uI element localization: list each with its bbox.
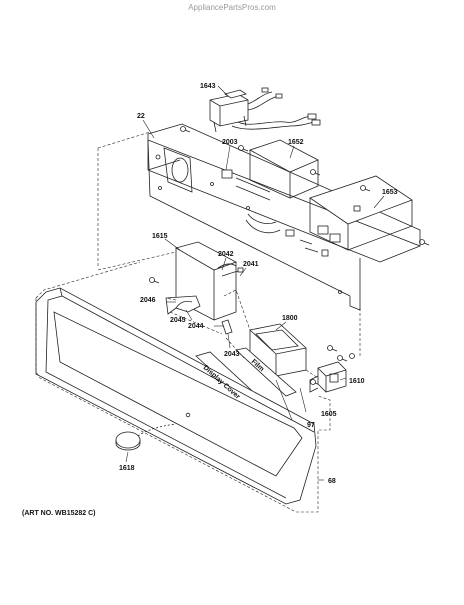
control-panel-68: [35, 287, 317, 505]
label-2003: 2003: [222, 139, 238, 146]
label-2045: 2045: [170, 317, 186, 324]
film-part: [235, 347, 297, 397]
label-1800: 1800: [282, 315, 298, 322]
label-2041: 2041: [243, 261, 259, 268]
label-22: 22: [137, 113, 145, 120]
transformer-part: [209, 87, 321, 133]
screw-group: [149, 126, 430, 386]
label-1653: 1653: [382, 189, 398, 196]
label-97: 97: [307, 422, 315, 429]
label-2043: 2043: [224, 351, 240, 358]
label-1610: 1610: [349, 378, 365, 385]
label-2042: 2042: [218, 251, 234, 258]
label-1652: 1652: [288, 139, 304, 146]
assembly-boundaries: [35, 131, 361, 513]
clip-2043: [221, 319, 233, 335]
board-1615: [174, 241, 244, 321]
label-2046: 2046: [140, 297, 156, 304]
knob-1618: [115, 423, 177, 451]
switch-2003: [221, 169, 233, 179]
board-1652: [249, 139, 319, 199]
bracket-2046: [165, 295, 201, 315]
label-1615: 1615: [152, 233, 168, 240]
label-1618: 1618: [119, 465, 135, 472]
leader-lines: [125, 85, 385, 481]
label-1643: 1643: [200, 83, 216, 90]
label-2044: 2044: [188, 323, 204, 330]
label-68: 68: [328, 478, 336, 485]
label-1605: 1605: [321, 411, 337, 418]
connector-1610: [309, 361, 347, 393]
board-1653: [309, 175, 413, 251]
art-number: (ART NO. WB15282 C): [22, 510, 96, 517]
watermark: AppliancePartsPros.com: [188, 3, 276, 12]
